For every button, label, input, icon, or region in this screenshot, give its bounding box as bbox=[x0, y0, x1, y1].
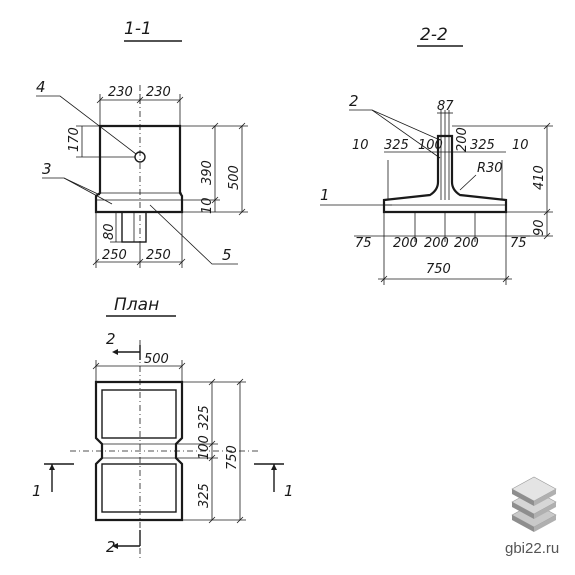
tick bbox=[178, 258, 186, 266]
dim-250-right: 250 bbox=[146, 248, 171, 263]
cut-mark-1-right: 1 bbox=[284, 482, 294, 500]
dim-410: 410 bbox=[532, 165, 547, 190]
dim-90: 90 bbox=[532, 219, 547, 236]
dim-750: 750 bbox=[426, 262, 451, 277]
dim-100: 100 bbox=[197, 435, 212, 460]
tick bbox=[208, 378, 216, 386]
section-2-2: 2-2 87 325 100 200 325 10 10 R30 410 bbox=[320, 25, 553, 285]
tick bbox=[92, 362, 100, 370]
tick bbox=[178, 362, 186, 370]
plan-title: План bbox=[114, 295, 159, 315]
plan-cell-top bbox=[101, 389, 177, 439]
dim-170: 170 bbox=[67, 127, 82, 152]
dim-325-right: 325 bbox=[470, 138, 495, 153]
dim-325-bottom: 325 bbox=[197, 483, 212, 508]
dim-100: 100 bbox=[418, 138, 443, 153]
dim-230-right: 230 bbox=[146, 85, 171, 100]
callout-4: 4 bbox=[36, 78, 46, 96]
tick bbox=[543, 122, 551, 130]
tick bbox=[136, 258, 144, 266]
dim-200: 200 bbox=[455, 127, 470, 152]
block-outline bbox=[94, 124, 184, 214]
dim-80: 80 bbox=[102, 223, 117, 240]
dim-250-left: 250 bbox=[102, 248, 127, 263]
dim-10-left: 10 bbox=[352, 138, 369, 153]
plan-cell-bottom bbox=[101, 463, 177, 513]
tick bbox=[211, 122, 219, 130]
tick bbox=[380, 275, 388, 283]
tick bbox=[211, 196, 219, 204]
dim-390: 390 bbox=[200, 160, 215, 185]
dim-75-right: 75 bbox=[510, 236, 527, 251]
watermark-text: gbi22.ru bbox=[505, 540, 559, 557]
leader-4 bbox=[36, 95, 137, 155]
section-1-1: 1-1 230 230 170 bbox=[36, 19, 248, 268]
leader-2b bbox=[371, 109, 441, 159]
section-title-1-1: 1-1 bbox=[124, 19, 152, 39]
dim-10: 10 bbox=[200, 197, 215, 214]
tick bbox=[236, 516, 244, 524]
dim-200-c: 200 bbox=[454, 236, 479, 251]
tick bbox=[176, 96, 184, 104]
profile-outline bbox=[382, 134, 508, 214]
watermark: gbi22.ru bbox=[505, 476, 559, 557]
plan-view: План 500 325 100 325 750 bbox=[32, 295, 294, 558]
dim-75-left: 75 bbox=[355, 236, 372, 251]
dim-200-b: 200 bbox=[424, 236, 449, 251]
tick bbox=[208, 516, 216, 524]
dim-10-right: 10 bbox=[512, 138, 529, 153]
dim-750: 750 bbox=[225, 445, 240, 470]
cut-mark-2-bottom: 2 bbox=[106, 538, 116, 556]
callout-3: 3 bbox=[42, 160, 52, 178]
leader-2a bbox=[349, 109, 441, 141]
tick bbox=[502, 275, 510, 283]
stacked-slabs-icon bbox=[511, 476, 557, 532]
arrow-head-icon bbox=[112, 543, 118, 549]
tick bbox=[543, 208, 551, 216]
dim-500: 500 bbox=[144, 352, 169, 367]
tick bbox=[238, 208, 246, 216]
dim-325-top: 325 bbox=[197, 405, 212, 430]
dim-230-left: 230 bbox=[108, 85, 133, 100]
callout-1: 1 bbox=[320, 186, 330, 204]
callout-2: 2 bbox=[349, 92, 359, 110]
tick bbox=[136, 96, 144, 104]
tick bbox=[208, 454, 216, 462]
dim-r30: R30 bbox=[477, 161, 503, 176]
dim-325-left: 325 bbox=[384, 138, 409, 153]
cut-mark-1-left: 1 bbox=[32, 482, 42, 500]
callout-5: 5 bbox=[222, 246, 232, 264]
dim-87: 87 bbox=[437, 99, 454, 114]
leader-r30 bbox=[459, 174, 477, 191]
tick bbox=[92, 258, 100, 266]
arrow-head-icon bbox=[271, 464, 277, 470]
tick bbox=[238, 122, 246, 130]
tick bbox=[543, 232, 551, 240]
section-title-2-2: 2-2 bbox=[420, 25, 448, 45]
cut-mark-2-top: 2 bbox=[106, 330, 116, 348]
tick bbox=[208, 440, 216, 448]
tick bbox=[236, 378, 244, 386]
tick bbox=[96, 96, 104, 104]
dim-200-a: 200 bbox=[393, 236, 418, 251]
leader-5 bbox=[149, 204, 238, 265]
arrow-head-icon bbox=[112, 349, 118, 355]
arrow-head-icon bbox=[49, 464, 55, 470]
leader-3b bbox=[63, 177, 113, 205]
dim-500: 500 bbox=[227, 165, 242, 190]
